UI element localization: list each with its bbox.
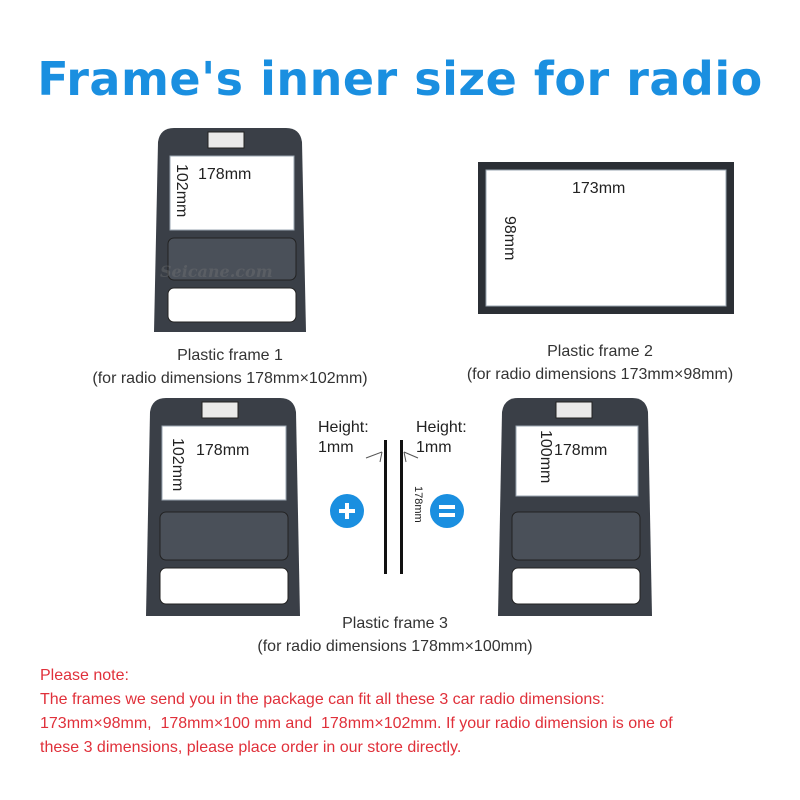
frame-3-caption-dimensions: (for radio dimensions 178mm×100mm) xyxy=(257,638,533,655)
page-title: Frame's inner size for radio xyxy=(37,52,763,106)
frame-1-caption: Plastic frame 1 (for radio dimensions 17… xyxy=(40,344,420,390)
note-line-1: The frames we send you in the package ca… xyxy=(40,691,605,708)
spacer-right-height-title: Height: xyxy=(416,419,467,436)
frame-2-caption-dimensions: (for radio dimensions 173mm×98mm) xyxy=(466,366,734,383)
plastic-frame-3 xyxy=(142,396,304,620)
plus-icon xyxy=(330,494,364,528)
plastic-frame-2 xyxy=(476,160,736,316)
frame-1-height-label: 102mm xyxy=(173,164,190,218)
note-line-3: these 3 dimensions, please place order i… xyxy=(40,739,462,756)
frame-3-height-label: 102mm xyxy=(169,438,186,492)
frame-2-width-label: 173mm xyxy=(572,180,626,197)
spacer-left-height-title: Height: xyxy=(318,419,369,436)
result-frame xyxy=(494,396,656,620)
please-note: Please note: The frames we send you in t… xyxy=(40,664,780,760)
result-frame-width-label: 178mm xyxy=(554,442,608,459)
spacer-right-height-label: Height: 1mm xyxy=(416,418,467,458)
frame-3-caption-title: Plastic frame 3 xyxy=(342,615,448,632)
spacer-strips-illustration xyxy=(365,440,419,574)
frame-3-width-label: 178mm xyxy=(196,442,250,459)
frame-2-illustration xyxy=(478,162,734,314)
frame-2-caption-title: Plastic frame 2 xyxy=(547,343,653,360)
frame-1-caption-title: Plastic frame 1 xyxy=(177,347,283,364)
frame-3-caption: Plastic frame 3 (for radio dimensions 17… xyxy=(200,612,590,658)
spacer-length-label: 178mm xyxy=(412,486,424,523)
result-frame-illustration xyxy=(498,398,652,616)
note-line-2: 173mm×98mm, 178mm×100 mm and 178mm×102mm… xyxy=(40,715,673,732)
frame-1-illustration xyxy=(154,128,306,332)
frame-1-width-label: 178mm xyxy=(198,166,252,183)
result-frame-height-label: 100mm xyxy=(537,430,554,484)
equals-icon xyxy=(430,494,464,528)
spacer-left-height-value: 1mm xyxy=(318,439,354,456)
frame-2-height-label: 98mm xyxy=(501,216,518,261)
frame-3-illustration xyxy=(146,398,300,616)
plastic-frame-1 xyxy=(150,126,310,336)
frame-2-caption: Plastic frame 2 (for radio dimensions 17… xyxy=(420,340,780,386)
spacer-strips xyxy=(356,420,426,580)
watermark: Seicane.com xyxy=(160,262,273,281)
note-heading: Please note: xyxy=(40,667,129,684)
spacer-left-height-label: Height: 1mm xyxy=(318,418,369,458)
frame-1-caption-dimensions: (for radio dimensions 178mm×102mm) xyxy=(92,370,368,387)
spacer-right-height-value: 1mm xyxy=(416,439,452,456)
